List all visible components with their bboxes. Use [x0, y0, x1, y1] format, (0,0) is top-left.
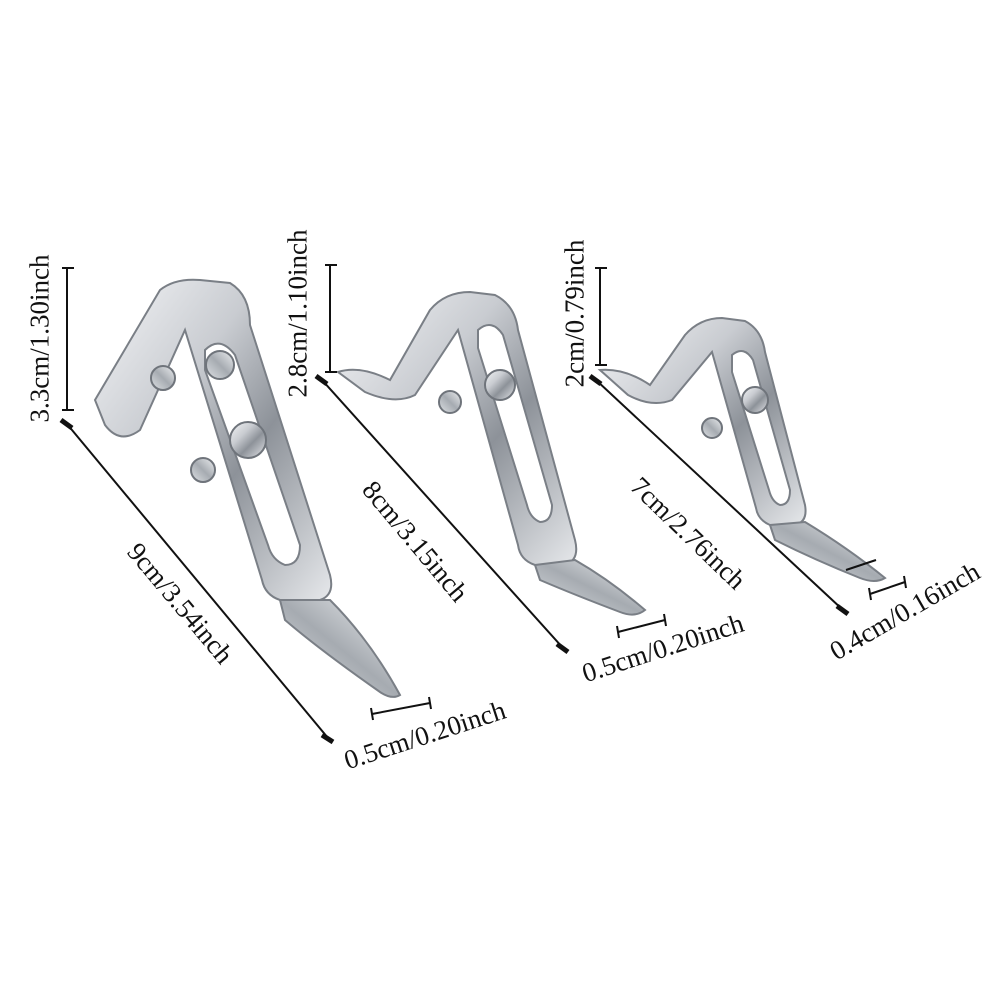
dimension-lines	[59, 264, 907, 745]
large-trigger-clip	[93, 278, 402, 698]
small-height-label: 2cm/0.79inch	[559, 239, 590, 388]
large-height-label: 3.3cm/1.30inch	[24, 254, 55, 423]
small-trigger-clip	[597, 316, 887, 582]
medium-trigger-clip	[335, 290, 647, 616]
medium-height-label: 2.8cm/1.10inch	[282, 229, 313, 398]
